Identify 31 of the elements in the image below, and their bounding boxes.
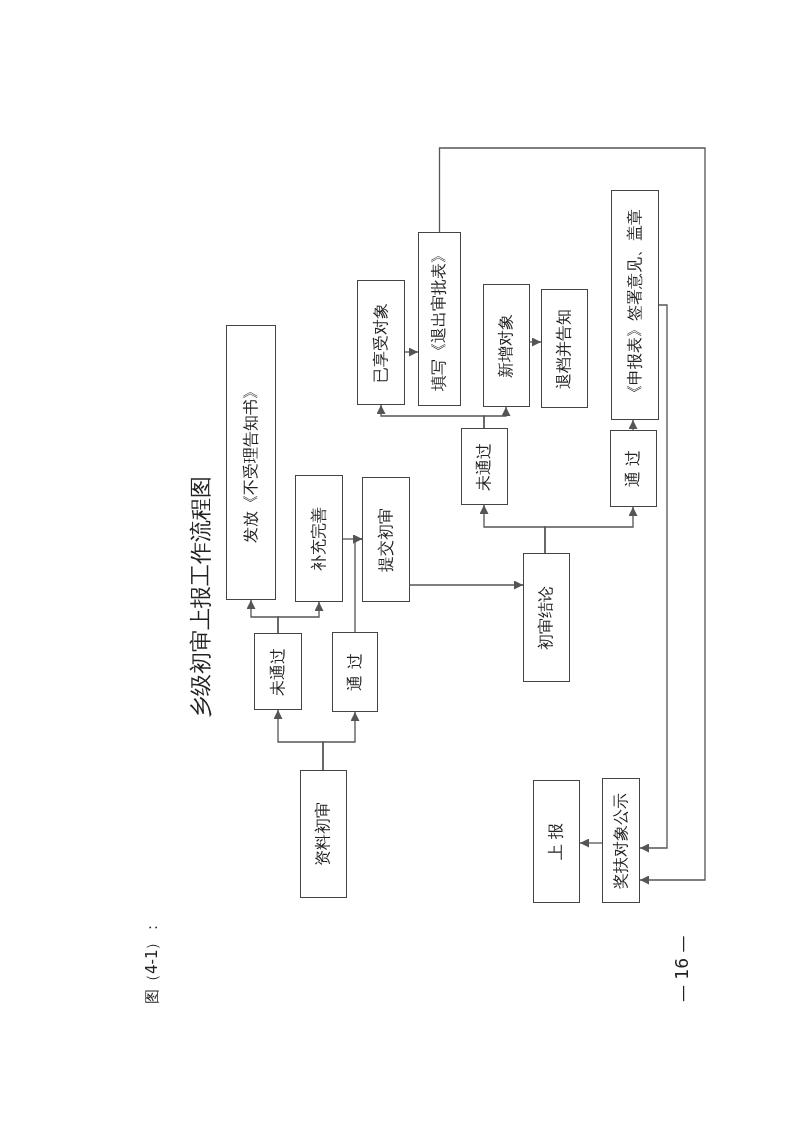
process-box: 资料初审 bbox=[300, 770, 347, 898]
page-number: — 16 — bbox=[672, 935, 692, 1002]
process-box: 通 过 bbox=[610, 430, 657, 507]
process-box: 未通过 bbox=[254, 633, 302, 710]
arrow bbox=[544, 506, 638, 554]
title: 乡级初审上报工作流程图 bbox=[187, 476, 214, 718]
process-box: 退档并告知 bbox=[541, 289, 588, 408]
arrow bbox=[529, 337, 542, 347]
process-box: 上 报 bbox=[533, 780, 580, 903]
arrow bbox=[322, 711, 360, 771]
process-box: 新增对象 bbox=[483, 284, 530, 407]
process-box: 填写《退出审批表》 bbox=[418, 232, 461, 406]
process-box: 提交初审 bbox=[362, 477, 410, 602]
process-box: 未通过 bbox=[461, 428, 508, 505]
figure-label: 图（4-1）： bbox=[143, 919, 162, 1004]
process-box: 已享受对象 bbox=[357, 280, 405, 405]
arrow bbox=[579, 838, 603, 848]
arrow bbox=[342, 534, 363, 544]
arrow bbox=[438, 147, 706, 885]
arrow bbox=[628, 419, 638, 431]
process-box: 奖扶对象公示 bbox=[602, 778, 640, 903]
arrow bbox=[277, 601, 324, 634]
process-box: 《申报表》签署意见、盖章 bbox=[611, 190, 659, 420]
arrow bbox=[483, 406, 511, 429]
arrow bbox=[409, 580, 524, 590]
process-box: 初审结论 bbox=[523, 553, 570, 682]
process-box: 发放《不受理告知书》 bbox=[226, 325, 276, 600]
process-box: 通 过 bbox=[332, 632, 378, 712]
arrow bbox=[404, 347, 419, 357]
process-box: 补充完善 bbox=[295, 475, 343, 602]
arrow bbox=[639, 304, 668, 853]
